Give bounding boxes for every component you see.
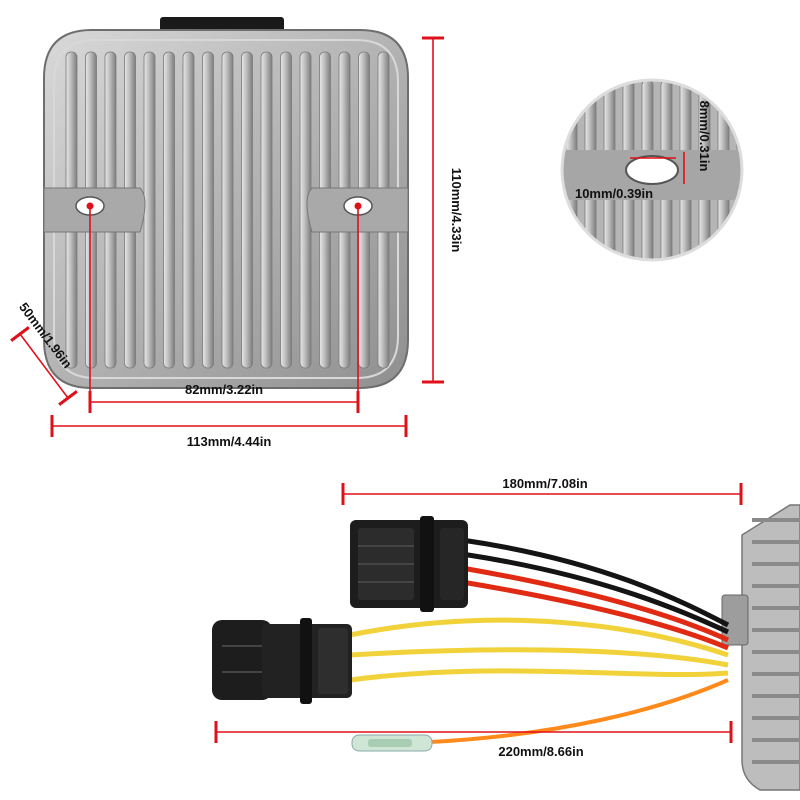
upper-connector	[350, 516, 468, 612]
mounting-slot	[625, 155, 679, 185]
slot-width-label: 8mm/0.31in	[697, 101, 712, 172]
wire-red-2	[461, 579, 729, 651]
cooling-fin	[163, 51, 175, 369]
height-dimension: 110mm/4.33in	[421, 36, 464, 384]
width-label: 113mm/4.44in	[187, 434, 272, 449]
cooling-fin	[143, 51, 156, 369]
wire-black-2	[461, 551, 730, 635]
cooling-fin	[182, 51, 195, 369]
hole-spacing-dimension: 82mm/3.22in	[86, 202, 362, 414]
wire-black-1	[461, 537, 730, 628]
wire-yellow-1	[349, 617, 729, 658]
spade-terminal	[351, 734, 433, 752]
lower-connector	[212, 618, 352, 704]
hole-spacing-label: 82mm/3.22in	[185, 382, 263, 397]
width-dimension: 113mm/4.44in	[50, 414, 408, 449]
slot-length-label: 10mm/0.39in	[575, 186, 653, 201]
wire-harness	[212, 504, 800, 791]
regulator-side-view	[721, 504, 800, 791]
slot-detail-zoom: 10mm/0.39in 8mm/0.31in	[560, 78, 744, 262]
height-label: 110mm/4.33in	[449, 168, 464, 253]
regulator-body	[43, 17, 409, 389]
wire-yellow-3	[349, 668, 729, 683]
lower-wire-length-label: 220mm/8.66in	[498, 744, 583, 759]
upper-wire-length-dimension: 180mm/7.08in	[341, 476, 743, 506]
cooling-fin	[241, 51, 253, 369]
cooling-fin	[202, 51, 214, 369]
upper-wire-length-label: 180mm/7.08in	[502, 476, 587, 491]
cooling-fin	[280, 51, 292, 369]
wire-yellow-2	[349, 647, 729, 668]
cooling-fin	[221, 51, 234, 369]
cooling-fin	[260, 51, 273, 369]
lower-wire-length-dimension: 220mm/8.66in	[214, 720, 733, 759]
wire-red-1	[461, 565, 730, 643]
